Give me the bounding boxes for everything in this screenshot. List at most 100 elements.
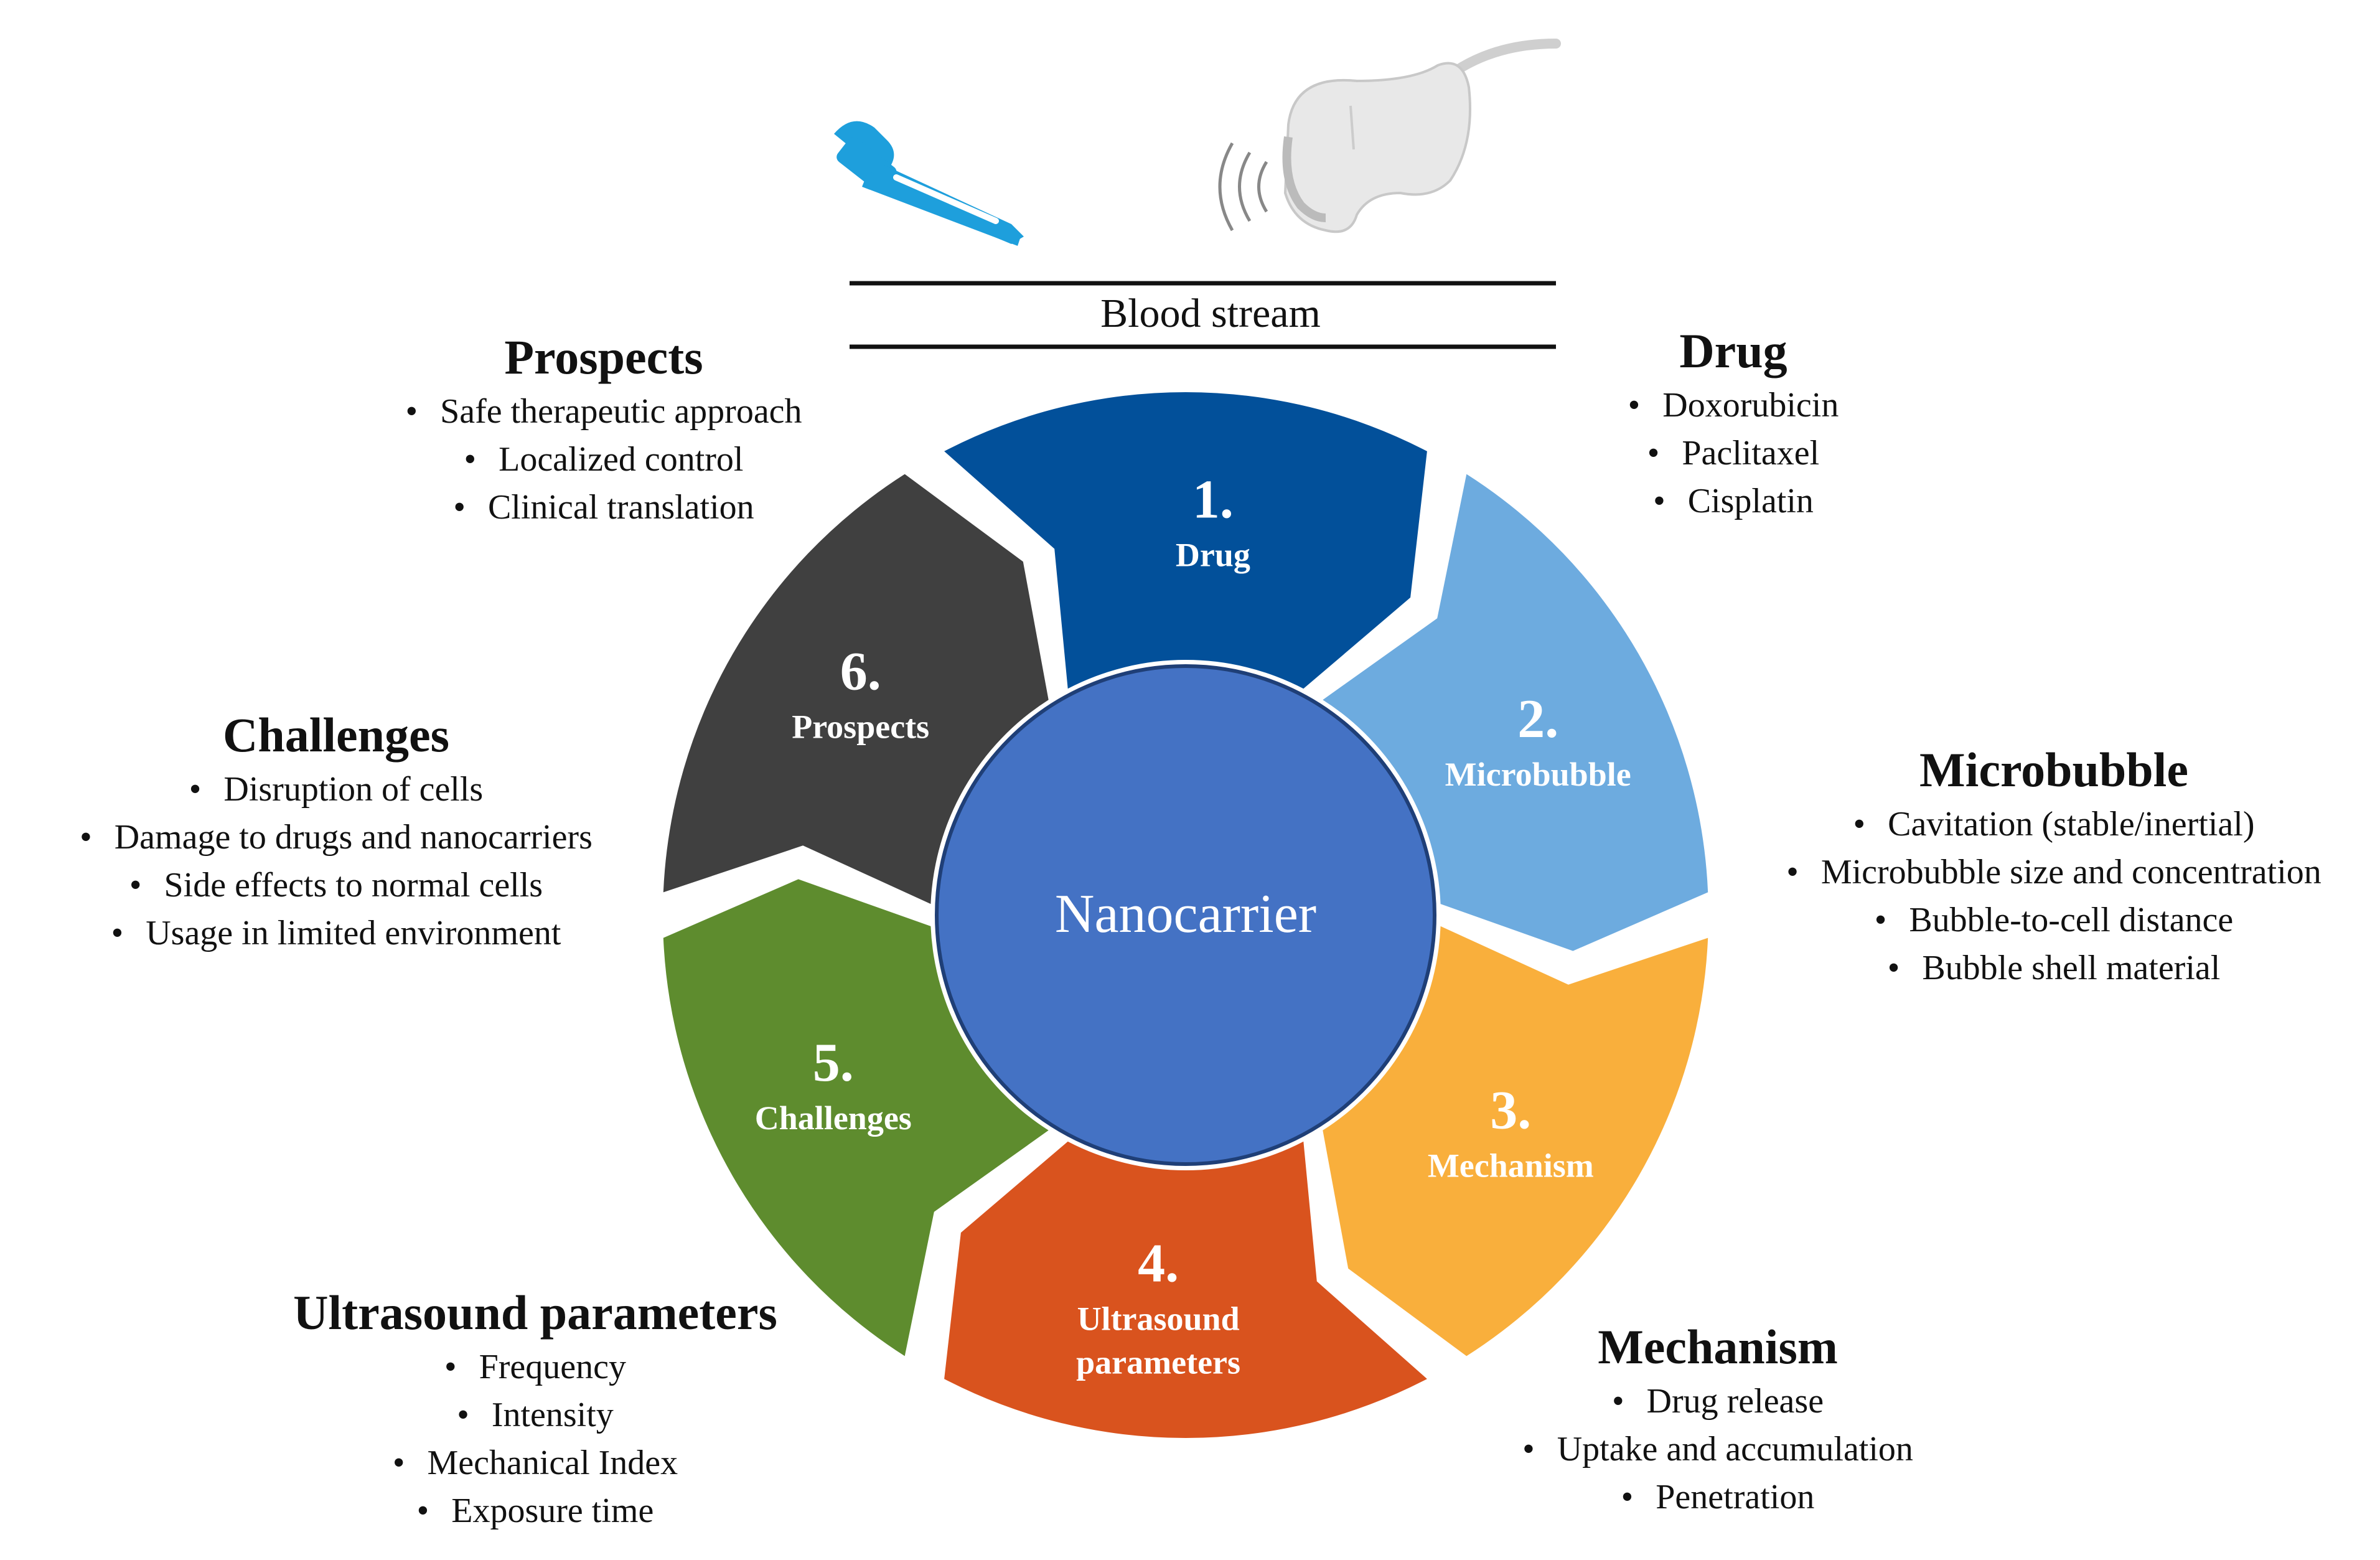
bullet-item: • Localized control (324, 436, 884, 484)
bullet-item: • Bubble-to-cell distance (1736, 896, 2371, 944)
segment-label: Ultrasound (1077, 1300, 1240, 1338)
segment-ultrasound (944, 1141, 1427, 1439)
bullet-text: Intensity (491, 1396, 614, 1434)
segment-label: Prospects (792, 708, 929, 746)
segment-number: 6. (840, 642, 881, 702)
blood-stream-label: Blood stream (1100, 291, 1321, 336)
center-label: Nanocarrier (1055, 884, 1316, 944)
bullet-marker: • (1874, 901, 1887, 939)
panel-list: • Disruption of cells • Damage to drugs and… (12, 766, 660, 957)
bullet-text: Disruption of cells (223, 770, 484, 809)
segment-challenges (663, 879, 1049, 1356)
bullet-text: Doxorubicin (1662, 386, 1839, 425)
segment-number: 5. (813, 1033, 854, 1093)
bullet-item: • Disruption of cells (12, 766, 660, 814)
segment-number: 4. (1138, 1234, 1179, 1294)
bullet-marker: • (1653, 482, 1666, 520)
panel-title: Ultrasound parameters (293, 1285, 777, 1340)
bullet-text: Bubble shell material (1922, 949, 2221, 987)
bullet-text: Damage to drugs and nanocarriers (114, 818, 593, 857)
bullet-marker: • (1621, 1478, 1634, 1516)
segment-number: 2. (1517, 689, 1558, 749)
panel-challenges: Challenges • Disruption of cells • Damage t… (12, 711, 660, 957)
bullet-item: • Safe therapeutic approach (324, 388, 884, 436)
panel-list: •Drug release•Uptake and accumulation•Pe… (1450, 1378, 1985, 1521)
bullet-marker: • (405, 392, 418, 431)
bullet-text: Microbubble size and concentration (1820, 853, 2321, 891)
bullet-item: • Cisplatin (1506, 477, 1961, 525)
bullet-item: • Clinical translation (324, 484, 884, 532)
bullet-marker: • (453, 488, 466, 527)
bullet-marker: • (80, 818, 92, 857)
panel-list: • Safe therapeutic approach • Localized con… (324, 388, 884, 532)
bullet-item: • Penetration (1450, 1473, 1985, 1521)
bullet-marker: • (1647, 434, 1660, 472)
panel-title: Microbubble (1919, 743, 2188, 797)
bullet-text: Clinical translation (487, 488, 754, 527)
bullet-marker: • (189, 770, 202, 809)
panel-list: •Cavitation (stable/inertial)•Microbubbl… (1736, 801, 2371, 992)
bullet-text: Penetration (1656, 1478, 1815, 1516)
segment-drug (944, 392, 1427, 689)
ultrasound-probe-icon (1218, 39, 1561, 233)
bullet-marker: • (1522, 1430, 1535, 1468)
bullet-item: • Usage in limited environment (12, 909, 660, 957)
bullet-text: Localized control (499, 440, 744, 479)
segment-label: parameters (1076, 1344, 1240, 1381)
panel-prospects: Prospects • Safe therapeutic approach • Loc… (324, 333, 884, 532)
bullet-text: Paclitaxel (1682, 434, 1820, 472)
bullet-item: •Frequency (237, 1343, 834, 1391)
bullet-marker: • (1611, 1382, 1624, 1421)
bullet-marker: • (1786, 853, 1799, 891)
panel-mechanism: Mechanism •Drug release•Uptake and accum… (1450, 1323, 1985, 1521)
panel-list: •Frequency•Intensity•Mechanical Index•Ex… (237, 1343, 834, 1535)
bullet-marker: • (457, 1396, 469, 1434)
bullet-item: • Exposure time (237, 1487, 834, 1535)
segment-label: Mechanism (1428, 1147, 1594, 1184)
bullet-item: • Microbubble size and concentration (1736, 848, 2371, 896)
panel-microbubble: Microbubble •Cavitation (stable/inertial… (1736, 746, 2371, 992)
bullet-marker: • (1887, 949, 1900, 987)
segment-mechanism (1323, 926, 1708, 1356)
bullet-marker: • (444, 1348, 457, 1386)
bullet-text: Side effects to normal cells (164, 866, 543, 905)
bullet-marker: • (1853, 805, 1866, 843)
bullet-marker: • (1628, 386, 1641, 425)
bullet-item: •Drug release (1450, 1378, 1985, 1426)
segment-label: Microbubble (1445, 756, 1631, 793)
bullet-item: •Uptake and accumulation (1450, 1426, 1985, 1473)
bullet-text: Mechanical Index (427, 1444, 678, 1482)
segment-label: Drug (1176, 537, 1250, 574)
segment-prospects (663, 474, 1049, 905)
bullet-item: • Mechanical Index (237, 1439, 834, 1487)
segment-label: Challenges (755, 1099, 912, 1137)
bullet-text: Exposure time (451, 1492, 654, 1530)
panel-list: •Doxorubicin•Paclitaxel•Cisplatin (1506, 382, 1961, 525)
panel-title: Prospects (504, 330, 703, 384)
bullet-item: • Damage to drugs and nanocarriers (12, 814, 660, 862)
panel-title: Challenges (222, 708, 450, 762)
bullet-marker: • (416, 1492, 429, 1530)
panel-ultrasound: Ultrasound parameters •Frequency•Intensi… (237, 1289, 834, 1535)
cycle-segments: 1.Drug2.Microbubble3.Mechanism4.Ultrasou… (663, 392, 1708, 1439)
bullet-marker: • (129, 866, 142, 905)
bullet-marker: • (392, 1444, 405, 1482)
bullet-text: Bubble-to-cell distance (1909, 901, 2234, 939)
segment-microbubble (1323, 474, 1708, 951)
panel-drug: Drug •Doxorubicin•Paclitaxel•Cisplatin (1506, 327, 1961, 525)
panel-title: Mechanism (1598, 1320, 1838, 1374)
bullet-item: • Paclitaxel (1506, 430, 1961, 477)
bullet-item: • Bubble shell material (1736, 944, 2371, 992)
segment-number: 3. (1490, 1080, 1531, 1140)
bullet-text: Safe therapeutic approach (440, 392, 802, 431)
bullet-text: Cisplatin (1687, 482, 1814, 520)
bullet-item: • Intensity (237, 1391, 834, 1439)
center-circle (935, 664, 1436, 1166)
bullet-marker: • (111, 914, 124, 952)
bullet-text: Usage in limited environment (146, 914, 561, 952)
dropper-icon (834, 121, 1024, 246)
bullet-item: • Side effects to normal cells (12, 862, 660, 909)
bullet-item: •Cavitation (stable/inertial) (1736, 801, 2371, 848)
bullet-marker: • (464, 440, 477, 479)
bullet-item: • Doxorubicin (1506, 382, 1961, 430)
